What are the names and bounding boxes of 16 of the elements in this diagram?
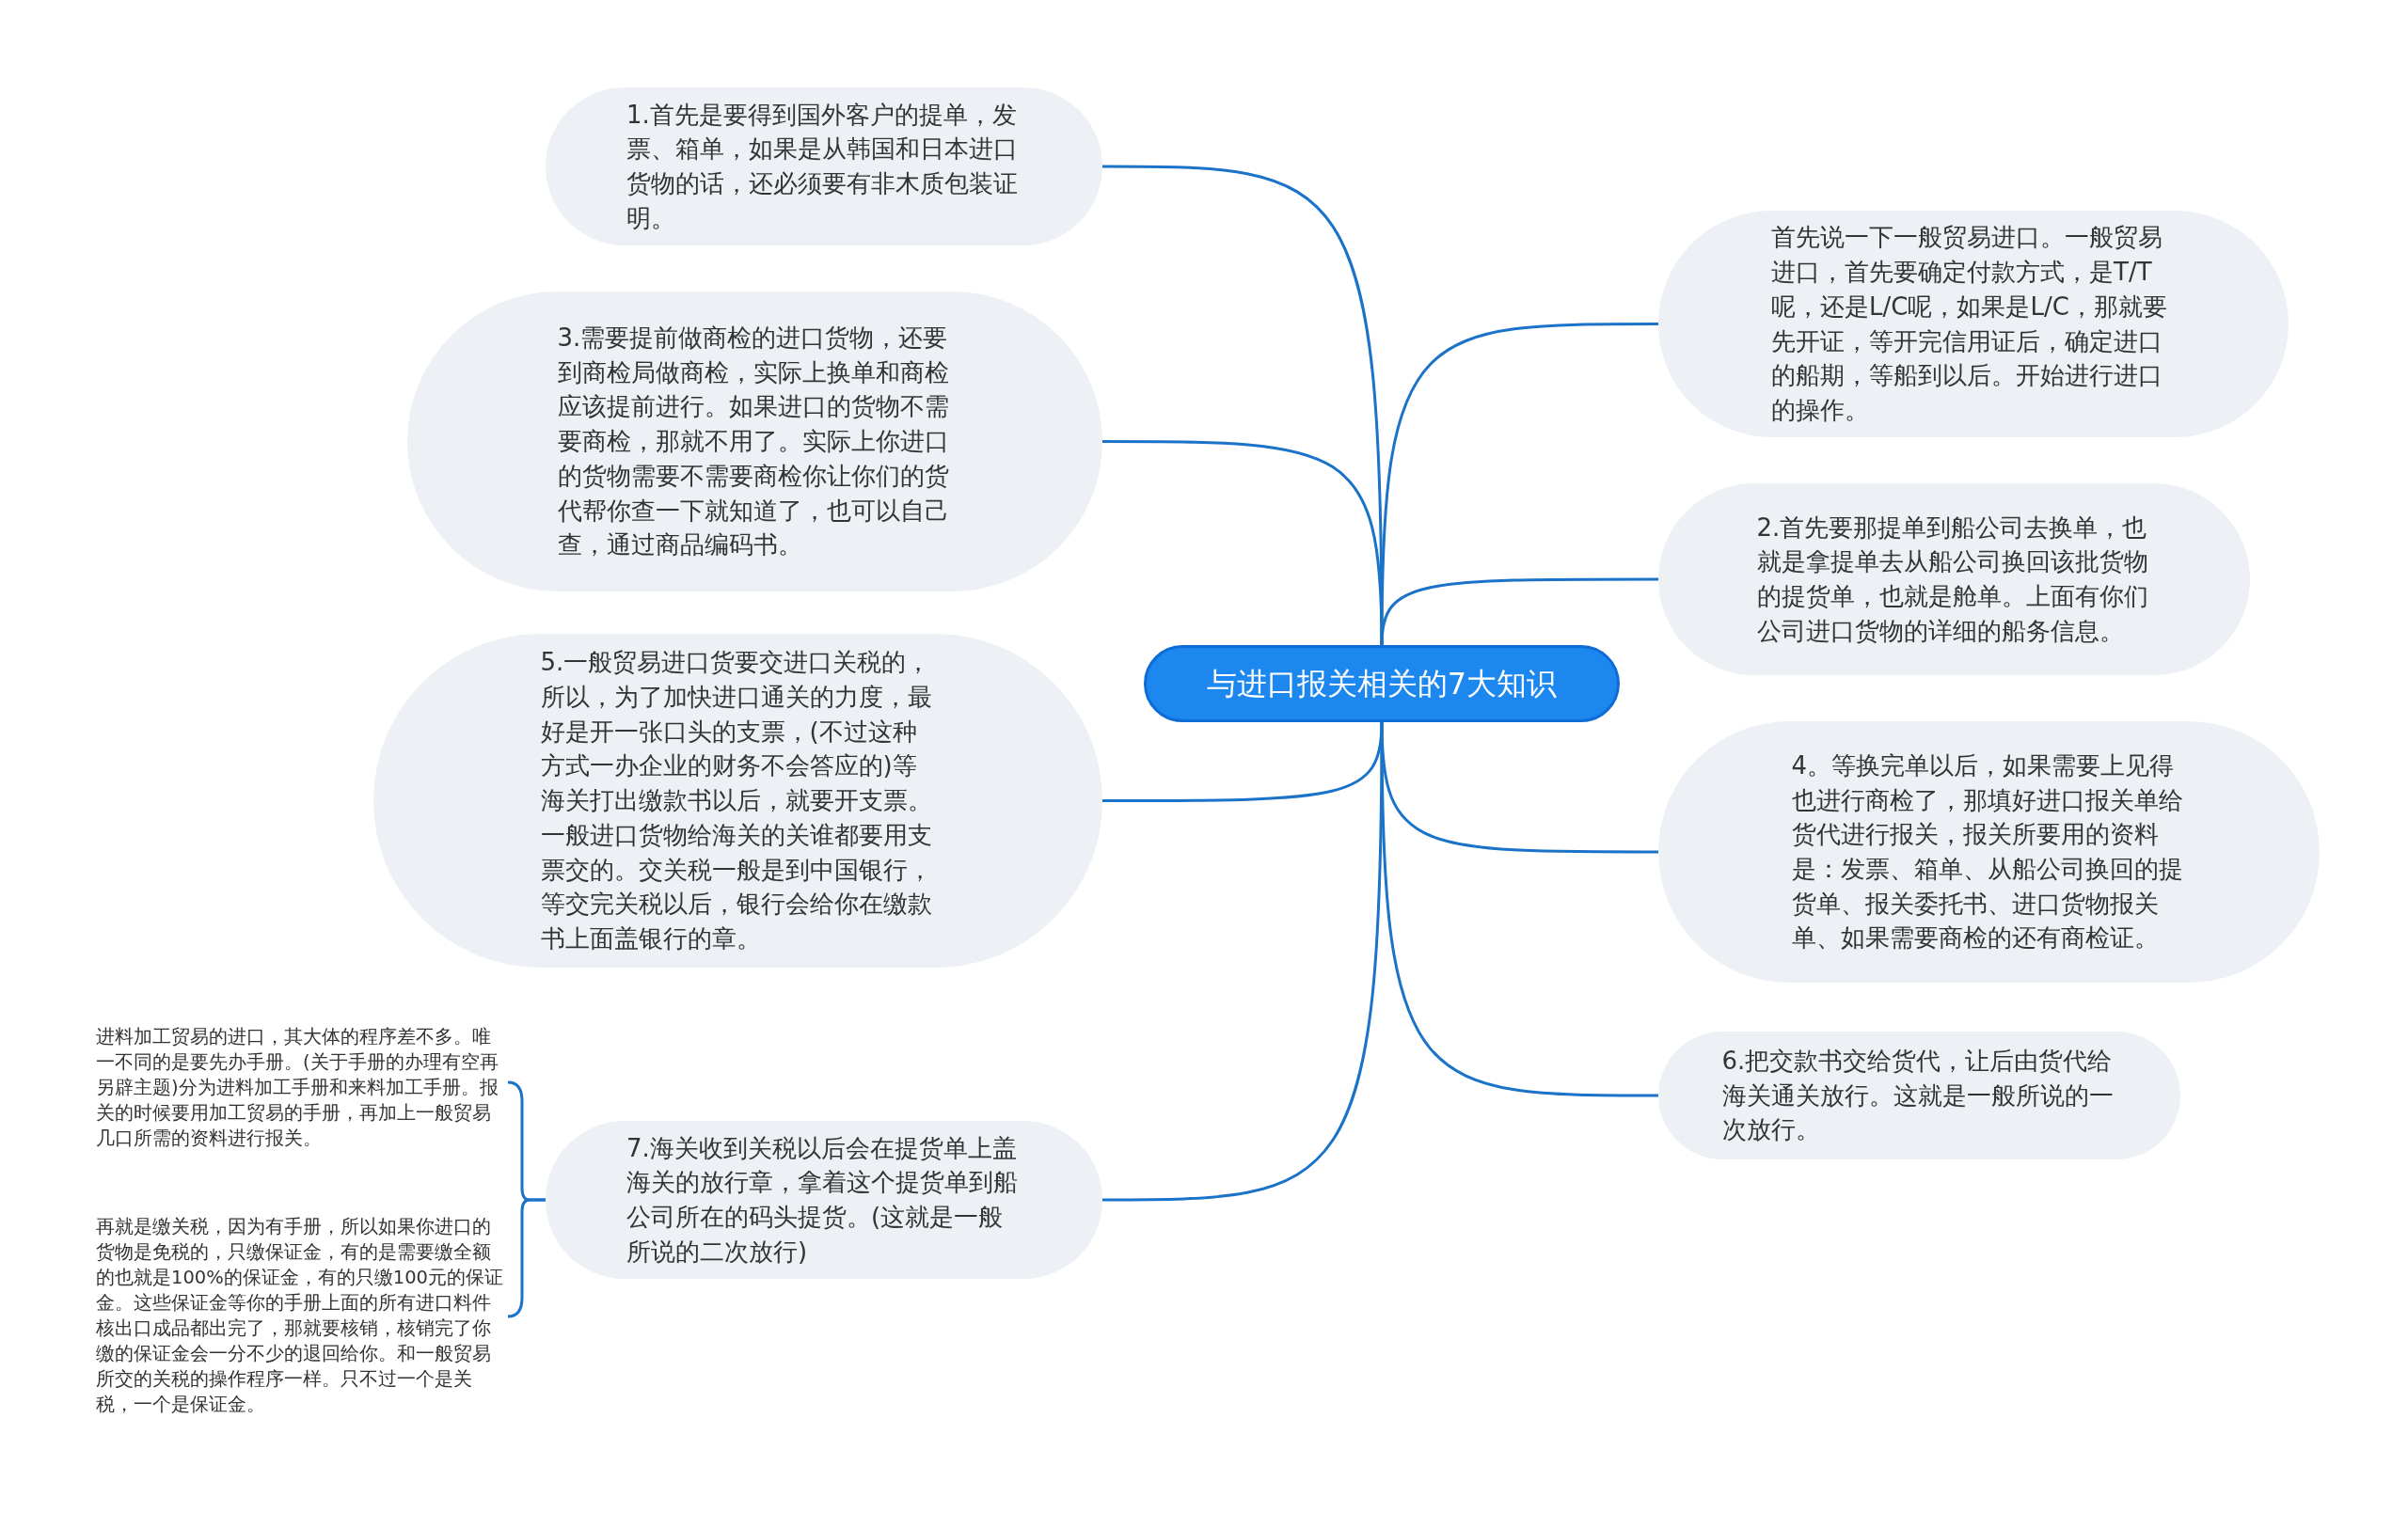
branch-line xyxy=(1102,722,1384,1202)
topic-bubble: 3.需要提前做商检的进口货物，还要到商检局做商检，实际上换单和商检应该提前进行。如果进口的货物不需要商检，那就不用了。实际上你进口的货物需要不需要商检你让你们的货代帮你查一下就知道了，也可以自己查，通过商品编码书。 xyxy=(407,292,1102,591)
topic-bubble: 首先说一下一般贸易进口。一般贸易进口，首先要确定付款方式，是T/T呢，还是L/C呢，如果是L/C，那就要先开证，等开完信用证后，确定进口的船期，等船到以后。开始进行进口的操作。 xyxy=(1658,211,2289,437)
topic-bubble: 5.一般贸易进口货要交进口关税的，所以，为了加快进口通关的力度，最好是开一张口头的支票，(不过这种方式一办企业的财务不会答应的)等海关打出缴款书以后，就要开支票。一般进口货物给海关的关谁都要用支票交的。交关税一般是到中国银行，等交完关税以后，银行会给你在缴款书上面盖银行的章。 xyxy=(373,634,1102,968)
topic-bubble: 2.首先要那提单到船公司去换单，也就是拿提单去从船公司换回该批货物的提货单，也就是舱单。上面有你们公司进口货物的详细的船务信息。 xyxy=(1658,483,2250,675)
topic-bubble: 6.把交款书交给货代，让后由货代给海关通关放行。这就是一般所说的一次放行。 xyxy=(1658,1032,2180,1159)
branch-line xyxy=(1102,440,1384,646)
topic-bubble: 7.海关收到关税以后会在提货单上盖海关的放行章，拿着这个提货单到船公司所在的码头提货。(这就是一般所说的二次放行) xyxy=(546,1121,1102,1279)
note-text: 进料加工贸易的进口，其大体的程序差不多。唯一不同的是要先办手册。(关于手册的办理有空再另辟主题)分为进料加工手册和来料加工手册。报关的时候要用加工贸易的手册，再加上一般贸易几口所需的资料进行报关。 xyxy=(96,1024,499,1151)
central-topic: 与进口报关相关的7大知识 xyxy=(1144,645,1620,722)
note-text: 再就是缴关税，因为有手册，所以如果你进口的货物是免税的，只缴保证金，有的是需要缴全额的也就是100%的保证金，有的只缴100元的保证金。这些保证金等你的手册上面的所有进口料件核出口成品都出完了，那就要核销，核销完了你缴的保证金会一分不少的退回给你。和一般贸易所交的关税的操作程序一样。只不过一个是关税，一个是保证金。 xyxy=(96,1215,504,1417)
topic-bubble: 4。等换完单以后，如果需要上见得也进行商检了，那填好进口报关单给货代进行报关，报关所要用的资料是：发票、箱单、从船公司换回的提货单、报关委托书、进口货物报关单、如果需要商检的还有商检证。 xyxy=(1658,721,2320,983)
topic-bubble: 1.首先是要得到国外客户的提单，发票、箱单，如果是从韩国和日本进口货物的话，还必须要有非木质包装证明。 xyxy=(546,87,1102,245)
branch-line xyxy=(1380,722,1658,1097)
bracket-connector xyxy=(507,1198,546,1318)
branch-line xyxy=(1380,577,1658,646)
